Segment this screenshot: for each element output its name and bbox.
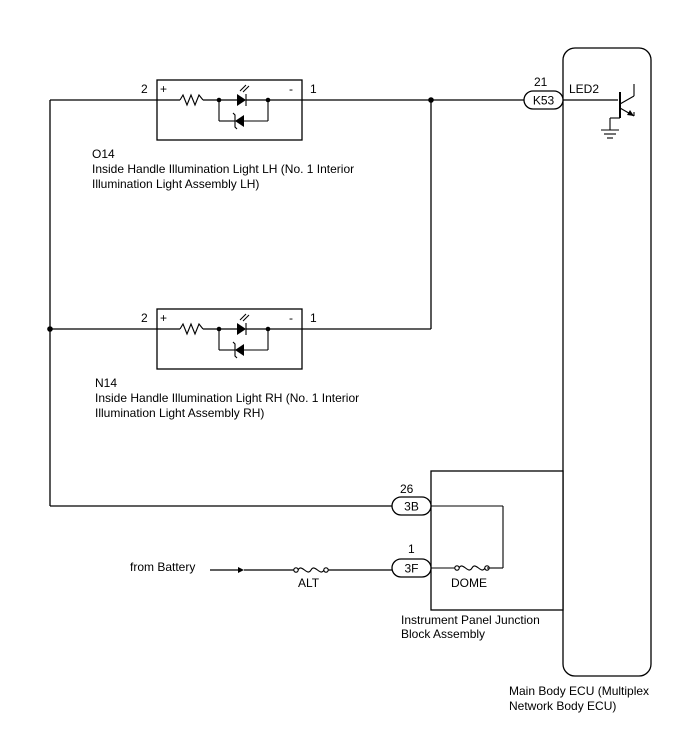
dome-fuse-label: DOME: [451, 576, 487, 590]
ground-icon: [601, 117, 620, 139]
rh-pin-2: 2: [141, 311, 148, 325]
lh-light-component: + -: [156, 79, 303, 141]
svg-text:+: +: [160, 82, 167, 96]
junction-block-box: [430, 470, 564, 611]
rh-light-name-line2: Illumination Light Assembly RH): [95, 406, 264, 420]
lh-light-code: O14: [92, 147, 115, 161]
rh-light-box: [156, 308, 303, 370]
rh-zener-icon: [235, 344, 244, 356]
3f-pin-number: 1: [408, 542, 415, 556]
junction-block-name-line1: Instrument Panel Junction: [401, 613, 540, 627]
ecu-transistor-icon: [563, 84, 635, 118]
lh-zener-icon: [235, 115, 244, 127]
lh-pin-2: 2: [141, 82, 148, 96]
led2-terminal-label: LED2: [569, 82, 599, 96]
lh-resistor-icon: [179, 93, 204, 107]
main-body-ecu-box: [562, 47, 652, 677]
alt-fuse-icon: [293, 567, 329, 573]
svg-text:+: +: [160, 311, 167, 325]
3b-connector-label: 3B: [404, 500, 419, 514]
rh-led-icon: [237, 323, 246, 335]
svg-text:-: -: [289, 82, 293, 96]
lh-light-name-line2: Illumination Light Assembly LH): [92, 177, 259, 191]
rh-light-name-line1: Inside Handle Illumination Light RH (No.…: [95, 391, 359, 405]
lh-light-name-line1: Inside Handle Illumination Light LH (No.…: [92, 162, 354, 176]
rh-light-code: N14: [95, 376, 117, 390]
alt-fuse-label: ALT: [298, 576, 320, 590]
junction-block-name-line2: Block Assembly: [401, 627, 485, 641]
svg-text:-: -: [289, 311, 293, 325]
main-body-ecu-name-line1: Main Body ECU (Multiplex: [509, 684, 649, 698]
main-body-ecu-name-line2: Network Body ECU): [509, 699, 616, 713]
3b-pin-number: 26: [400, 482, 414, 496]
k53-connector-label: K53: [533, 94, 555, 108]
rh-pin-1: 1: [310, 311, 317, 325]
rh-resistor-icon: [179, 322, 204, 336]
3f-connector-label: 3F: [404, 562, 418, 576]
lh-light-box: [156, 79, 303, 141]
lh-pin-1: 1: [310, 82, 317, 96]
k53-pin-number: 21: [534, 75, 548, 89]
rh-light-component: + -: [156, 308, 303, 370]
dome-fuse-icon: [454, 565, 490, 571]
lh-led-icon: [237, 94, 246, 106]
from-battery-label: from Battery: [130, 560, 195, 574]
arrow-right-icon: [238, 567, 244, 573]
